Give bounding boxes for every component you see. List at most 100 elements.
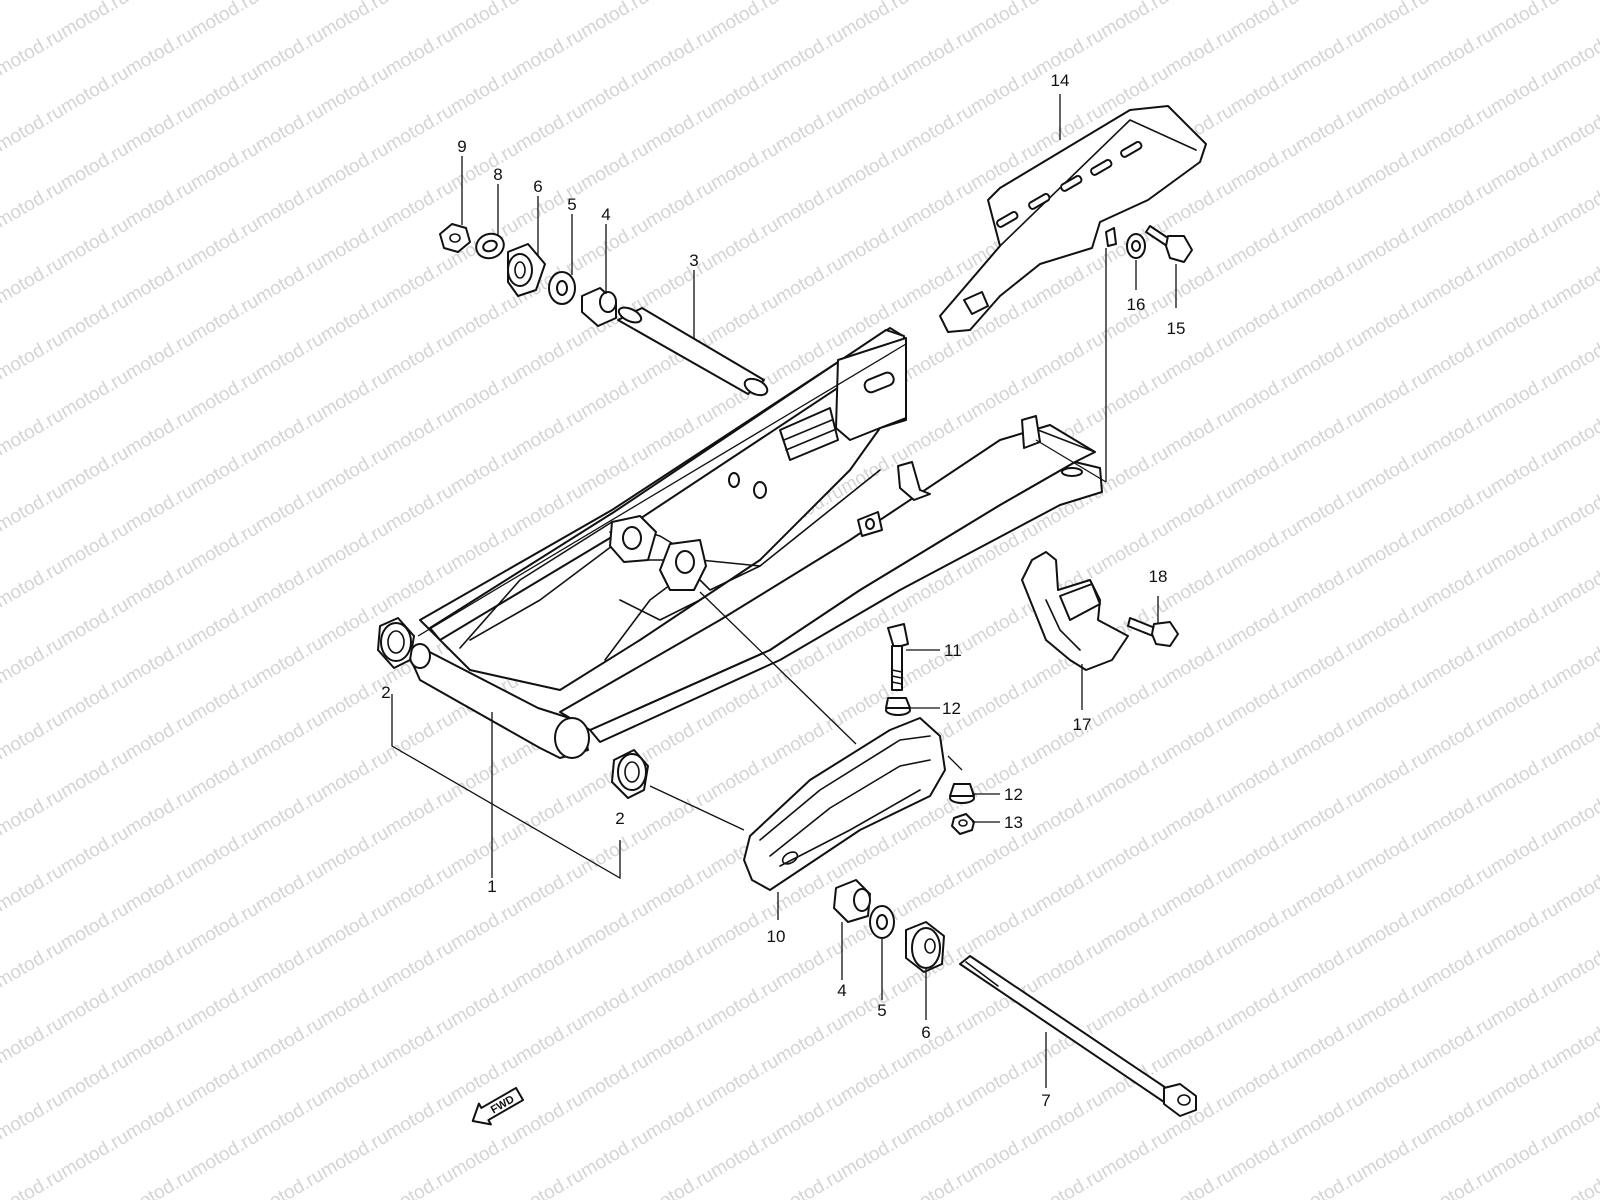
callout-4-bottom: 4	[837, 981, 846, 1000]
callout-9: 9	[457, 137, 466, 156]
watermark-text: motod.ru	[0, 253, 67, 309]
watermark-text: motod.ru	[122, 405, 197, 461]
callout-6-bottom: 6	[921, 1023, 930, 1042]
watermark-text: motod.ru	[122, 481, 197, 537]
watermark-text: motod.ru	[1552, 101, 1600, 157]
watermark-text: motod.ru	[1487, 747, 1562, 803]
watermark-text: motod.ru	[512, 1089, 587, 1145]
watermark-text: motod.ru	[1032, 329, 1107, 385]
watermark-text: motod.ru	[1422, 329, 1497, 385]
watermark-text: motod.ru	[1552, 785, 1600, 841]
watermark-text: motod.ru	[0, 329, 67, 385]
watermark-text: motod.ru	[187, 215, 262, 271]
watermark-text: motod.ru	[382, 405, 457, 461]
watermark-text: motod.ru	[1032, 937, 1107, 993]
watermark-text: motod.ru	[1487, 519, 1562, 575]
watermark-text: motod.ru	[317, 291, 392, 347]
watermark-text: motod.ru	[382, 1089, 457, 1145]
watermark-text: motod.ru	[1227, 291, 1302, 347]
swingarm-part-1	[409, 327, 1103, 759]
watermark-text: motod.ru	[967, 1127, 1042, 1183]
watermark-text: motod.ru	[1487, 899, 1562, 955]
watermark-text: motod.ru	[1292, 709, 1367, 765]
watermark-text: motod.ru	[1227, 139, 1302, 195]
chain-guard-part-17	[1021, 551, 1129, 671]
watermark-text: motod.ru	[1097, 367, 1172, 423]
watermark-text: motod.ru	[1357, 823, 1432, 879]
watermark-text: motod.ru	[512, 481, 587, 537]
watermark-text: motod.ru	[902, 1165, 977, 1200]
callout-18: 18	[1149, 567, 1168, 586]
callout-11: 11	[944, 641, 962, 660]
watermark-text: motod.ru	[902, 633, 977, 689]
watermark-text: motod.ru	[512, 861, 587, 917]
watermark-text: motod.ru	[252, 177, 327, 233]
watermark-text: motod.ru	[1292, 1165, 1367, 1200]
washer-part-5-top	[548, 271, 576, 305]
watermark-text: motod.ru	[1227, 443, 1302, 499]
watermark-text: motod.ru	[772, 25, 847, 81]
watermark-text: motod.ru	[57, 595, 132, 651]
watermark-text: motod.ru	[122, 1013, 197, 1069]
watermark-text: motod.ru	[1227, 0, 1302, 42]
watermark-text: motod.ru	[902, 405, 977, 461]
watermark-text: motod.ru	[1422, 1165, 1497, 1200]
watermark-text: motod.ru	[902, 177, 977, 233]
callout-17: 17	[1073, 715, 1092, 734]
watermark-text: motod.ru	[0, 861, 67, 917]
watermark-text: motod.ru	[122, 177, 197, 233]
watermark-text: motod.ru	[0, 177, 67, 233]
watermark-text: motod.ru	[252, 0, 327, 4]
watermark-text: motod.ru	[707, 0, 782, 42]
watermark-text: motod.ru	[122, 101, 197, 157]
watermark-text: motod.ru	[1487, 63, 1562, 119]
watermark-text: motod.ru	[967, 899, 1042, 955]
watermark-text: motod.ru	[1227, 63, 1302, 119]
watermark-text: motod.ru	[1097, 747, 1172, 803]
watermark-text: motod.ru	[1097, 1127, 1172, 1183]
watermark-text: motod.ru	[1357, 595, 1432, 651]
watermark-text: motod.ru	[577, 975, 652, 1031]
watermark-text: motod.ru	[317, 747, 392, 803]
callout-5-top: 5	[567, 195, 576, 214]
watermark-text: motod.ru	[1292, 253, 1367, 309]
watermark-text: motod.ru	[317, 1127, 392, 1183]
pivot-bolt-part-7	[959, 955, 1197, 1117]
watermark-text: motod.ru	[122, 633, 197, 689]
cap-part-6-top	[507, 243, 546, 297]
watermark-text: motod.ru	[577, 0, 652, 42]
watermark-text: motod.ru	[512, 101, 587, 157]
watermark-text: motod.ru	[707, 291, 782, 347]
watermark-text: motod.ru	[1487, 1127, 1562, 1183]
callout-5-bottom: 5	[877, 1001, 886, 1020]
watermark-text: motod.ru	[1487, 975, 1562, 1031]
watermark-text: motod.ru	[122, 1089, 197, 1145]
watermark-text: motod.ru	[317, 1051, 392, 1107]
watermark-text: motod.ru	[382, 481, 457, 537]
watermark-text: motod.ru	[122, 785, 197, 841]
bolt-part-18	[1127, 617, 1179, 647]
watermark-text: motod.ru	[57, 291, 132, 347]
watermark-text: motod.ru	[1357, 367, 1432, 423]
watermark-text: motod.ru	[1162, 1013, 1237, 1069]
watermark-text: motod.ru	[1357, 63, 1432, 119]
watermark-text: motod.ru	[187, 0, 262, 42]
watermark-text: motod.ru	[447, 975, 522, 1031]
watermark-text: motod.ru	[1552, 329, 1600, 385]
watermark-text: motod.ru	[1552, 25, 1600, 81]
callout-10: 10	[767, 927, 786, 946]
watermark-text: motod.ru	[317, 899, 392, 955]
watermark-text: motod.ru	[1292, 861, 1367, 917]
watermark-text: motod.ru	[512, 405, 587, 461]
watermark-text: motod.ru	[1357, 139, 1432, 195]
watermark-text: motod.ru	[1032, 0, 1107, 4]
watermark-text: motod.ru	[252, 25, 327, 81]
watermark-text: motod.ru	[642, 0, 717, 4]
watermark-text: motod.ru	[382, 101, 457, 157]
watermark-text: motod.ru	[122, 557, 197, 613]
watermark-text: motod.ru	[1552, 709, 1600, 765]
watermark-text: motod.ru	[1487, 215, 1562, 271]
watermark-text: motod.ru	[1357, 0, 1432, 42]
watermark-text: motod.ru	[122, 861, 197, 917]
watermark-text: motod.ru	[1357, 519, 1432, 575]
